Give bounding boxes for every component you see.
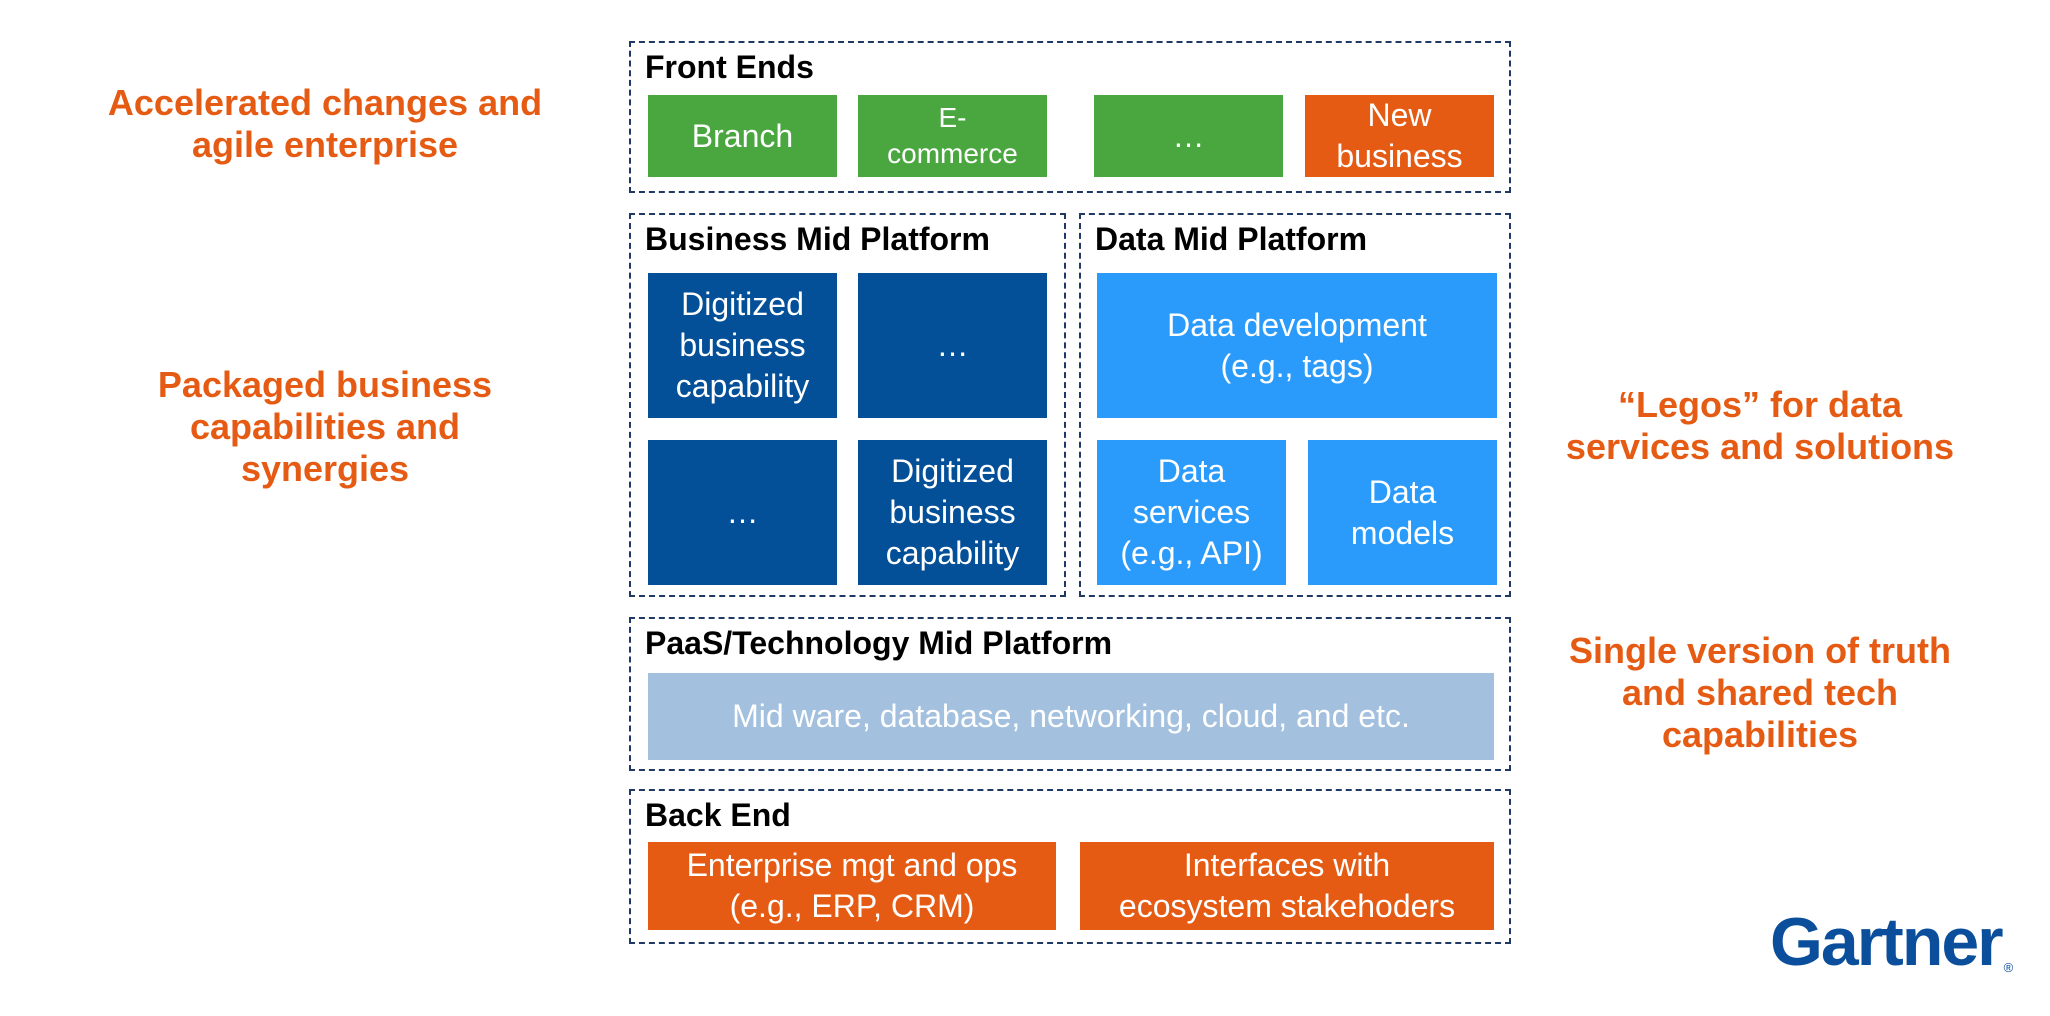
back-end-group: Back End Enterprise mgt and ops (e.g., E… (629, 789, 1511, 944)
business-more-box: … (648, 440, 837, 585)
business-mid-platform-title: Business Mid Platform (645, 221, 990, 257)
front-ends-group: Front Ends Branch E- commerce … New busi… (629, 41, 1511, 193)
digitized-capability-box: Digitized business capability (858, 440, 1047, 585)
front-ends-more-box: … (1094, 95, 1283, 177)
data-models-box: Data models (1308, 440, 1497, 585)
branch-box: Branch (648, 95, 837, 177)
enterprise-ops-box: Enterprise mgt and ops (e.g., ERP, CRM) (648, 842, 1056, 930)
digitized-capability-box: Digitized business capability (648, 273, 837, 418)
paas-platform-title: PaaS/Technology Mid Platform (645, 625, 1113, 661)
front-ends-title: Front Ends (645, 49, 814, 85)
registered-mark: ® (2003, 960, 2014, 975)
gartner-logo-text: Gartner (1770, 904, 2004, 980)
paas-annotation: Single version of truth and shared tech … (1568, 630, 1952, 755)
back-end-title: Back End (645, 797, 791, 833)
paas-content-box: Mid ware, database, networking, cloud, a… (648, 673, 1494, 760)
paas-platform-group: PaaS/Technology Mid Platform Mid ware, d… (629, 617, 1511, 771)
data-annotation: “Legos” for data services and solutions (1565, 384, 1955, 467)
business-more-box: … (858, 273, 1047, 418)
ecommerce-box: E- commerce (858, 95, 1047, 177)
ecosystem-interfaces-box: Interfaces with ecosystem stakehoders (1080, 842, 1494, 930)
business-mid-platform-group: Business Mid Platform Digitized business… (629, 213, 1066, 597)
new-business-box: New business (1305, 95, 1494, 177)
business-annotation: Packaged business capabilities and syner… (157, 364, 493, 489)
data-services-box: Data services (e.g., API) (1097, 440, 1286, 585)
data-development-box: Data development (e.g., tags) (1097, 273, 1497, 418)
data-mid-platform-group: Data Mid Platform Data development (e.g.… (1079, 213, 1511, 597)
front-ends-annotation: Accelerated changes and agile enterprise (107, 82, 543, 165)
data-mid-platform-title: Data Mid Platform (1095, 221, 1368, 257)
gartner-logo: Gartner ® (1770, 908, 2013, 976)
